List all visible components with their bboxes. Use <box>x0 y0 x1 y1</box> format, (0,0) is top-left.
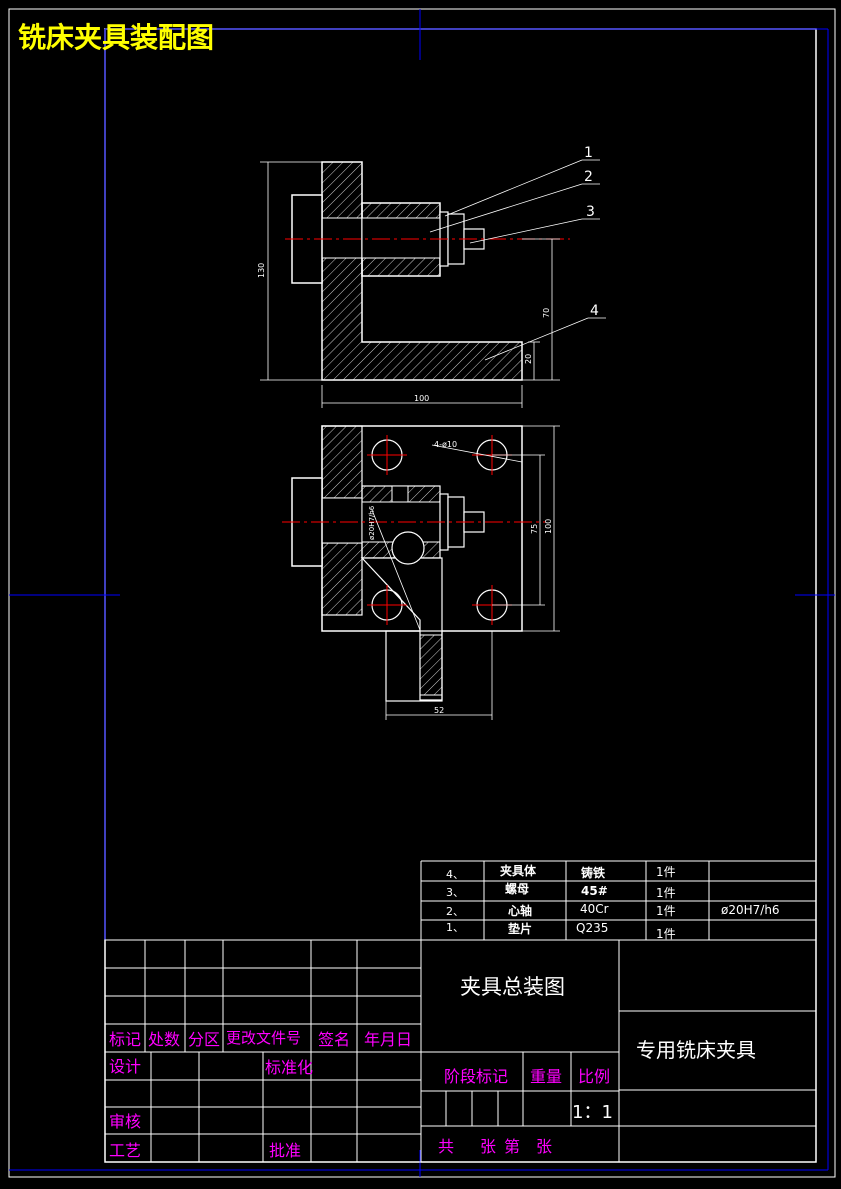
balloon-1: 1 <box>584 145 593 161</box>
dim-width: 100 <box>414 394 429 403</box>
rev-header-signature: 签名 <box>318 1030 350 1049</box>
dim-base: 20 <box>524 354 533 364</box>
part-1-no: 1、 <box>446 921 464 934</box>
part-4-name: 夹具体 <box>500 863 537 878</box>
centering-marks <box>9 9 835 1177</box>
label-sheet-unit: 张 <box>480 1137 496 1156</box>
part-4-material: 铸铁 <box>581 865 605 880</box>
part-3-material: 45# <box>581 884 608 898</box>
dim-hole-pitch: 75 <box>530 524 539 534</box>
label-sheet-total: 共 <box>438 1137 454 1156</box>
dim-axis-height: 70 <box>542 308 551 318</box>
balloon-2: 2 <box>584 169 593 185</box>
label-review: 审核 <box>109 1112 141 1131</box>
part-1-name: 垫片 <box>508 921 532 936</box>
parts-list <box>420 860 816 940</box>
scale-value: 1：1 <box>572 1102 613 1123</box>
part-2-name: 心轴 <box>508 903 532 918</box>
part-2-material: 40Cr <box>580 902 609 916</box>
title-block-text: 夹具总装图 专用铣床夹具 标记 处数 分区 更改文件号 签名 年月日 设计 标准… <box>109 975 756 1160</box>
part-2-qty: 1件 <box>656 904 676 918</box>
part-3-no: 3、 <box>446 886 464 899</box>
part-3-qty: 1件 <box>656 886 676 900</box>
part-2-no: 2、 <box>446 905 464 918</box>
rev-header-date: 年月日 <box>364 1030 412 1049</box>
label-weight: 重量 <box>530 1067 562 1086</box>
part-4-no: 4、 <box>446 868 464 881</box>
dim-height: 130 <box>257 263 266 278</box>
part-1-qty: 1件 <box>656 927 676 941</box>
label-approve: 批准 <box>269 1141 301 1160</box>
banner-title: 铣床夹具装配图 <box>18 21 214 54</box>
label-sheet-unit-2: 张 <box>536 1137 552 1156</box>
product-name: 专用铣床夹具 <box>636 1038 756 1062</box>
label-process: 工艺 <box>109 1141 141 1160</box>
label-stage-mark: 阶段标记 <box>444 1067 508 1086</box>
label-standardize: 标准化 <box>265 1058 313 1077</box>
hole-callout: 4-ø10 <box>434 440 457 449</box>
top-view: 4-ø10 ø20H7/h6 75 100 52 <box>282 425 560 720</box>
rev-header-count: 处数 <box>148 1030 180 1049</box>
label-sheet-no: 第 <box>504 1137 520 1156</box>
fit-callout: ø20H7/h6 <box>368 505 376 540</box>
part-4-qty: 1件 <box>656 865 676 879</box>
dim-handle-width: 52 <box>434 706 444 715</box>
label-scale: 比例 <box>578 1067 610 1086</box>
part-2-note: ø20H7/h6 <box>721 903 780 917</box>
parts-list-rows: 4、 夹具体 铸铁 1件 3、 螺母 45# 1件 2、 心轴 40Cr 1件 … <box>446 863 780 941</box>
balloon-3: 3 <box>586 204 595 220</box>
part-3-name: 螺母 <box>505 881 529 896</box>
drawing-name: 夹具总装图 <box>460 975 565 999</box>
rev-header-zone: 分区 <box>188 1030 220 1049</box>
rev-header-mark: 标记 <box>109 1030 141 1049</box>
title-block-grid <box>104 939 817 1163</box>
rev-header-change-doc: 更改文件号 <box>226 1029 301 1047</box>
dim-overall: 100 <box>544 519 553 534</box>
balloon-4: 4 <box>590 303 599 319</box>
front-view: 1 2 3 4 130 100 70 20 <box>257 145 606 408</box>
label-design: 设计 <box>109 1057 141 1076</box>
part-1-material: Q235 <box>576 921 608 935</box>
